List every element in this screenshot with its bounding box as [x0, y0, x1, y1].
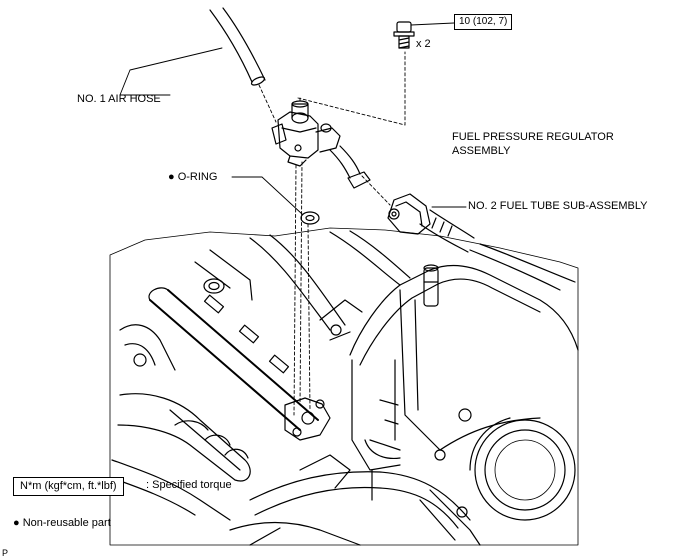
engine-intake-illustration: [109, 227, 579, 546]
callout-leaders: [119, 22, 467, 215]
bolt-illustration: [393, 21, 415, 49]
air-hose-label: NO. 1 AIR HOSE: [77, 93, 161, 105]
fuel-tube-illustration: [387, 193, 475, 253]
legend-torque-description: : Specified torque: [146, 479, 232, 491]
legend-torque-unit-box: N*m (kgf*cm, ft.*lbf): [13, 477, 124, 496]
o-ring-label: ● O-RING: [168, 171, 218, 183]
air-hose-illustration: [209, 7, 266, 86]
assembly-dashed-lines: [258, 51, 406, 416]
o-ring-illustration: [300, 211, 320, 225]
regulator-label-line2: ASSEMBLY: [452, 145, 511, 157]
fuel-tube-label: NO. 2 FUEL TUBE SUB-ASSEMBLY: [468, 200, 648, 212]
legend-non-reusable: ● Non-reusable part: [13, 517, 111, 529]
corner-mark: P: [2, 548, 9, 558]
bolt-quantity-label: x 2: [416, 38, 431, 50]
regulator-label-line1: FUEL PRESSURE REGULATOR: [452, 131, 614, 143]
torque-spec-box: 10 (102, 7): [454, 14, 513, 30]
regulator-illustration: [271, 100, 371, 189]
